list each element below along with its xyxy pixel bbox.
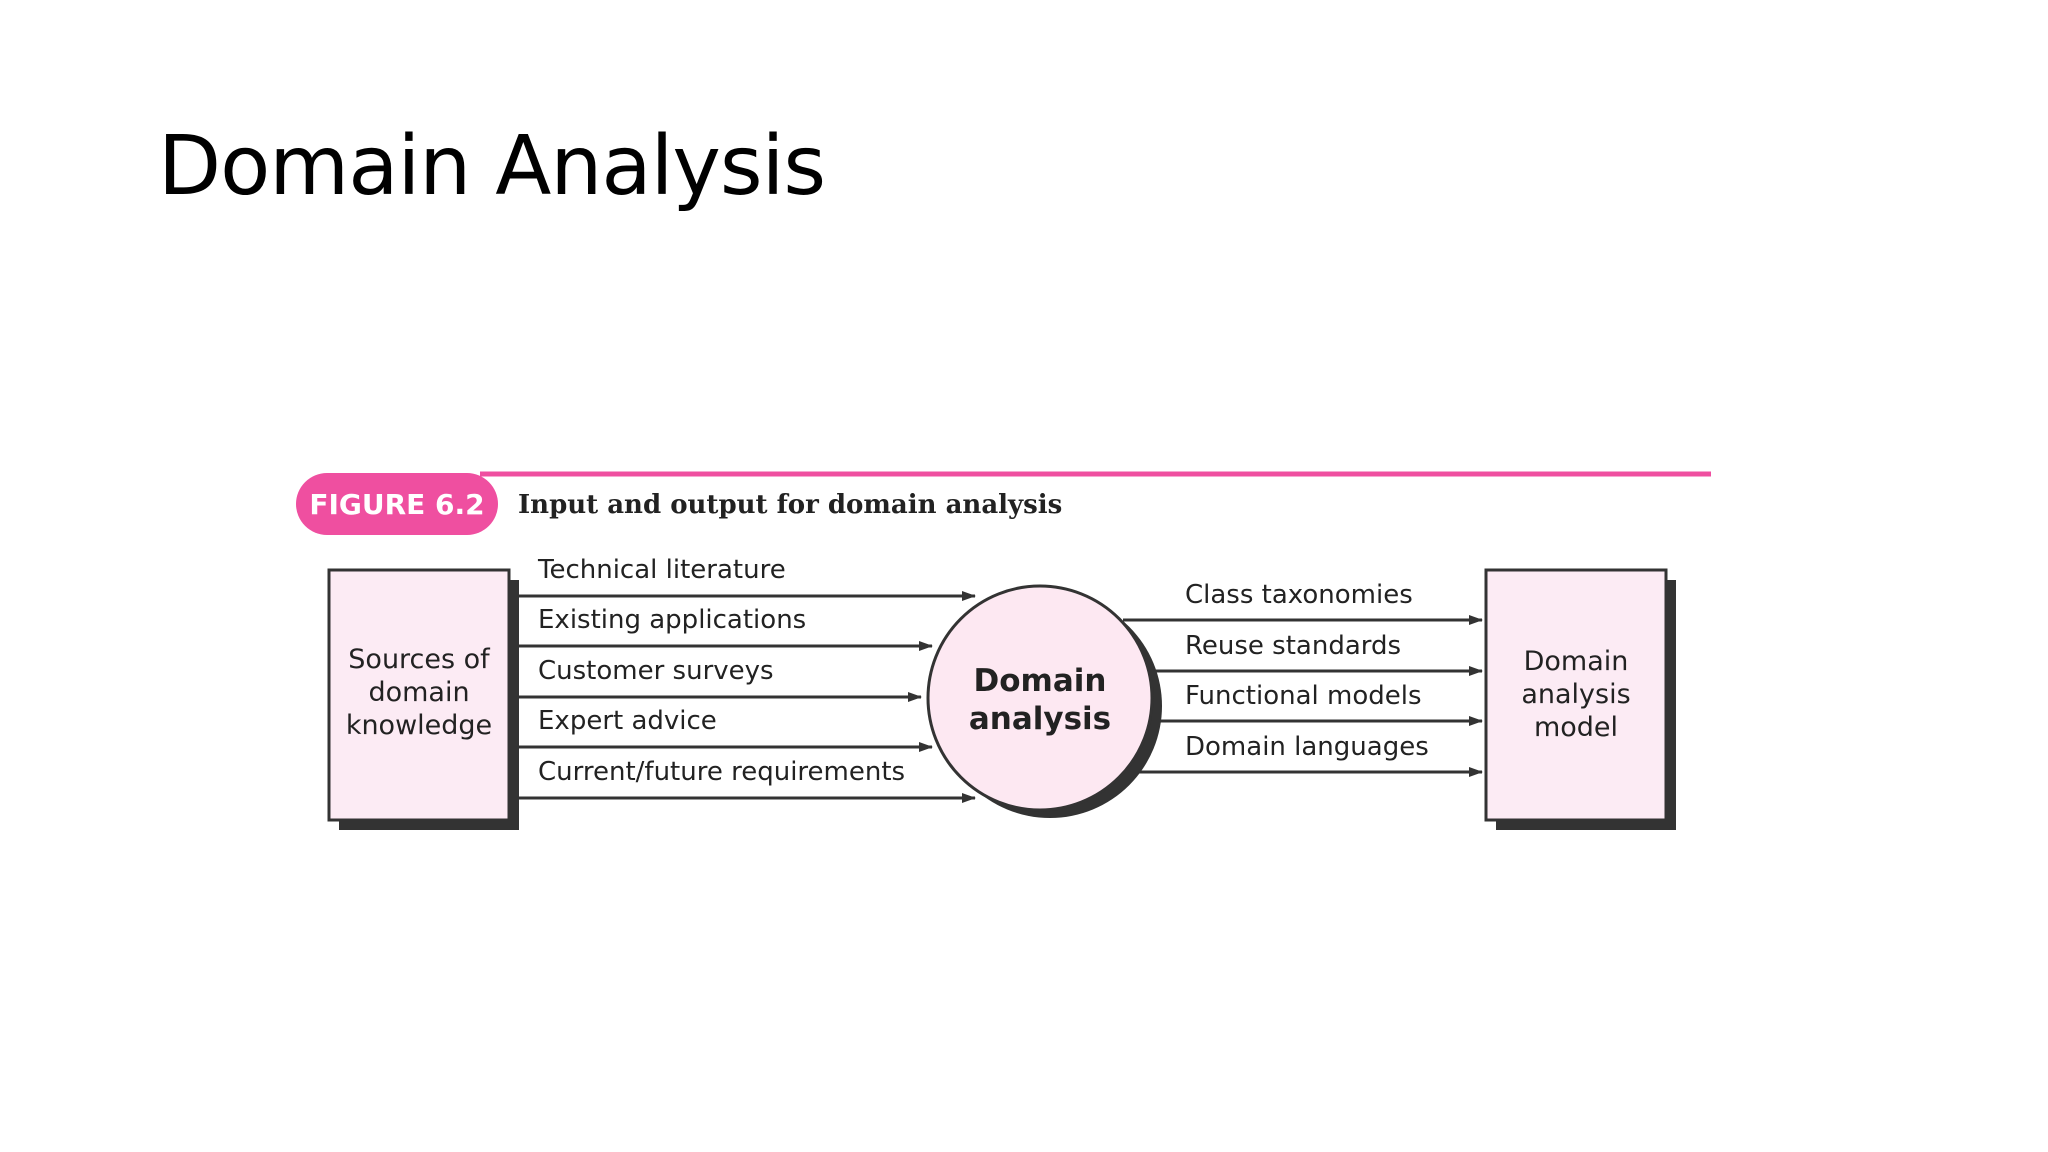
output-labels: Class taxonomies Reuse standards Functio… <box>1185 580 1429 762</box>
input-label-customer-surveys: Customer surveys <box>538 656 774 686</box>
target-box-line3: model <box>1534 712 1618 743</box>
source-box-body <box>327 568 511 822</box>
source-box-line1: Sources of <box>348 644 491 675</box>
source-box-line2: domain <box>368 677 469 708</box>
slide-title: Domain Analysis <box>158 119 826 214</box>
figure-badge-pill <box>296 473 498 535</box>
target-box-line2: analysis <box>1521 679 1630 710</box>
input-label-technical-literature: Technical literature <box>537 555 786 585</box>
input-label-existing-applications: Existing applications <box>538 605 806 635</box>
domain-analysis-circle: Domain analysis <box>926 584 1162 818</box>
figure-badge-label: FIGURE 6.2 <box>309 488 484 521</box>
target-box-body <box>1484 568 1668 822</box>
output-label-reuse-standards: Reuse standards <box>1185 631 1401 661</box>
output-arrows <box>1123 615 1483 777</box>
input-label-expert-advice: Expert advice <box>538 706 717 736</box>
source-box: Sources of domain knowledge <box>327 568 519 830</box>
output-label-domain-languages: Domain languages <box>1185 732 1429 762</box>
target-box: Domain analysis model <box>1484 568 1676 830</box>
domain-analysis-line1: Domain <box>974 663 1107 699</box>
input-labels: Technical literature Existing applicatio… <box>537 555 905 787</box>
output-label-functional-models: Functional models <box>1185 681 1422 711</box>
output-label-class-taxonomies: Class taxonomies <box>1185 580 1413 610</box>
domain-analysis-circle-body <box>926 584 1154 812</box>
figure-caption: Input and output for domain analysis <box>518 490 1062 520</box>
input-arrows <box>516 591 976 803</box>
input-label-current-future-requirements: Current/future requirements <box>538 757 905 787</box>
figure-badge: FIGURE 6.2 <box>296 473 498 535</box>
target-box-line1: Domain <box>1524 646 1629 677</box>
source-box-line3: knowledge <box>346 710 492 741</box>
domain-analysis-line2: analysis <box>969 701 1111 737</box>
